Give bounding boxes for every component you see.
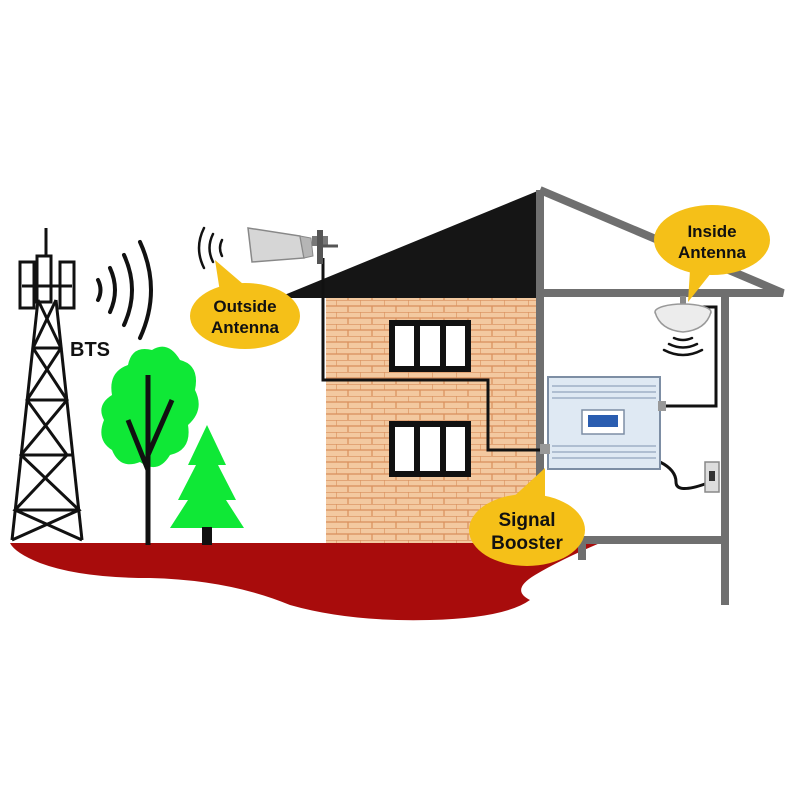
signal-booster-label-line2: Booster bbox=[491, 533, 563, 554]
inside-antenna-label-line1: Inside bbox=[687, 222, 736, 241]
ceiling-antenna-icon bbox=[654, 296, 712, 333]
antenna-signal-icon bbox=[197, 226, 224, 270]
bts-label: BTS bbox=[70, 339, 110, 361]
pine-tree-icon bbox=[170, 425, 244, 545]
inside-signal-icon bbox=[662, 336, 704, 357]
roof-outline bbox=[538, 186, 785, 297]
signal-booster-icon bbox=[540, 376, 666, 470]
cell-tower-icon bbox=[10, 228, 84, 542]
upper-window bbox=[389, 320, 471, 372]
outside-antenna-callout: Outside Antenna bbox=[190, 260, 300, 349]
signal-booster-label-line1: Signal bbox=[498, 510, 555, 531]
tree-icon bbox=[101, 346, 199, 545]
house-roof bbox=[277, 190, 540, 298]
panel-antenna-icon bbox=[247, 227, 338, 264]
inside-antenna-label-line2: Antenna bbox=[678, 243, 747, 262]
outside-antenna-label-line2: Antenna bbox=[211, 318, 280, 337]
signal-booster-callout: Signal Booster bbox=[469, 468, 585, 566]
inside-antenna-callout: Inside Antenna bbox=[654, 205, 770, 302]
signal-wave-icon bbox=[96, 240, 153, 340]
ground bbox=[10, 543, 600, 621]
lower-window bbox=[389, 421, 471, 477]
outside-antenna-label-line1: Outside bbox=[213, 297, 276, 316]
power-outlet-icon bbox=[704, 461, 720, 493]
